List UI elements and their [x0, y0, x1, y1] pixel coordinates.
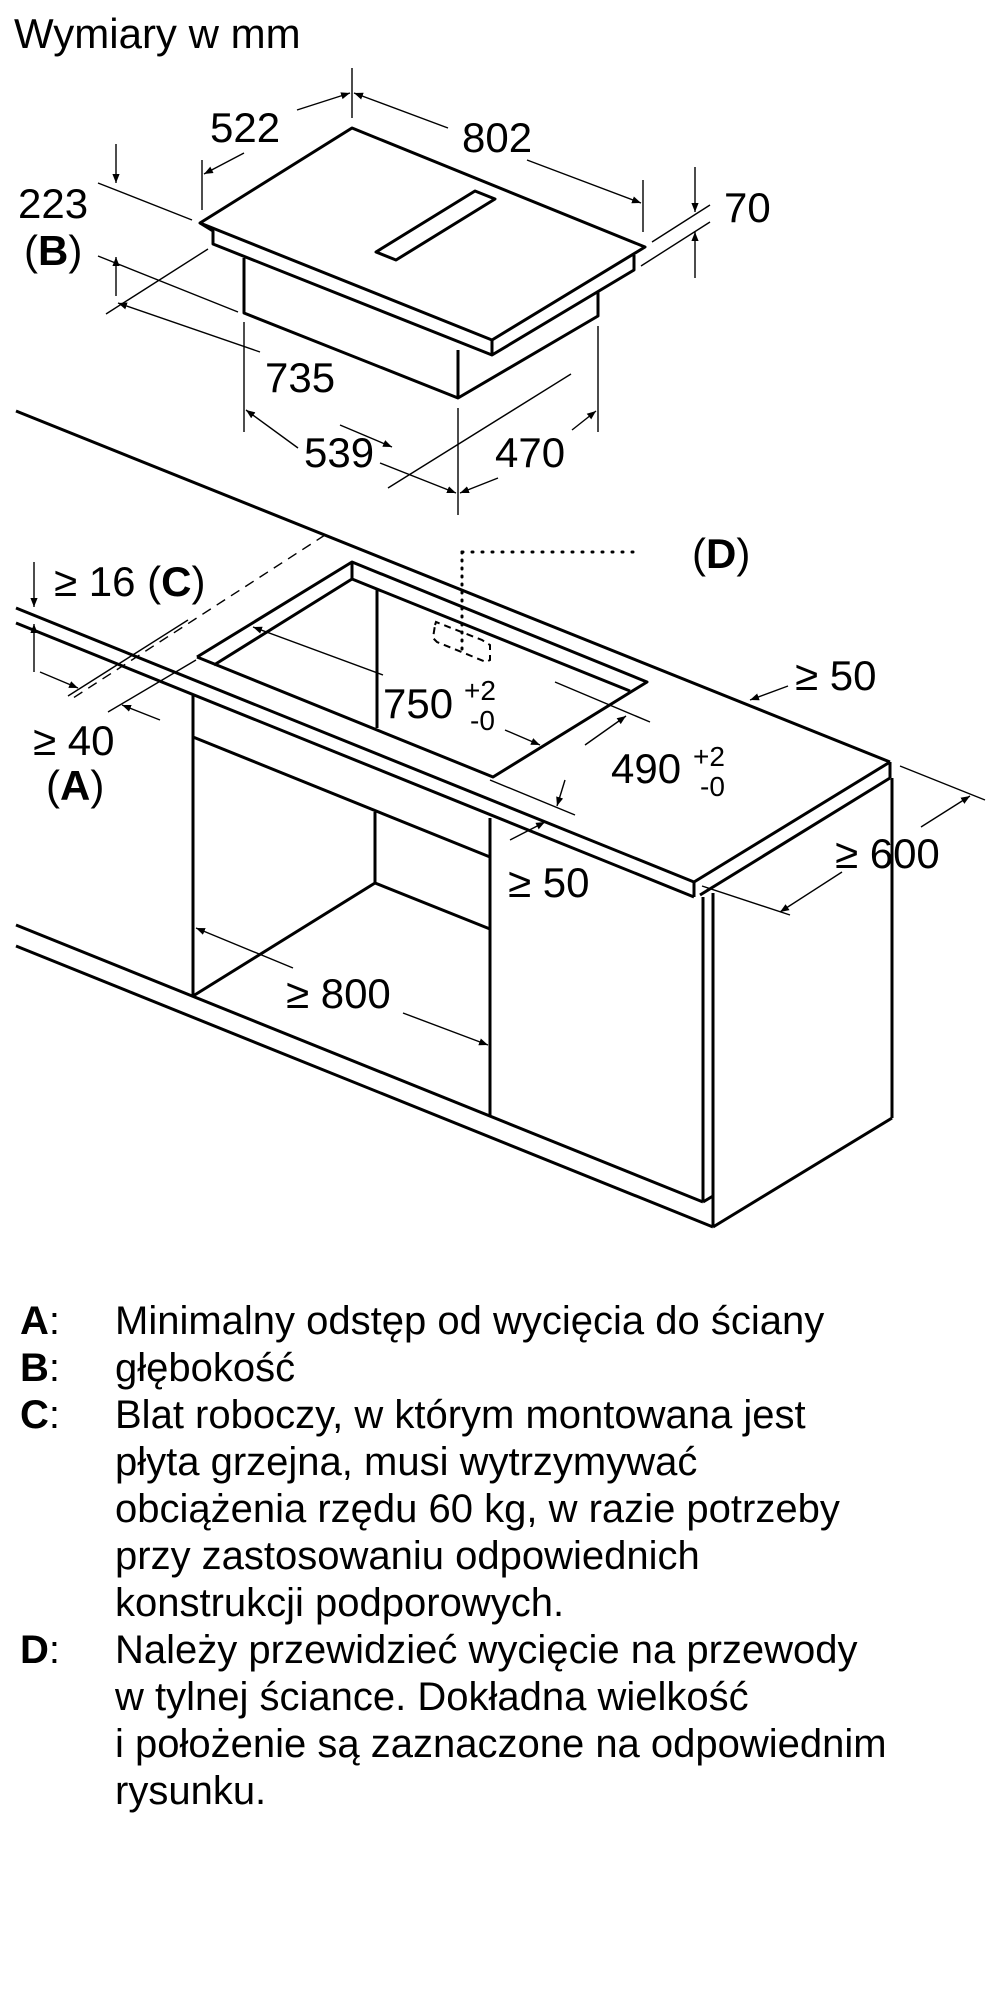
floor-line [15, 923, 704, 1204]
hob-vent-slot [374, 189, 497, 262]
legend-line: Blat roboczy, w którym montowana jest [115, 1393, 806, 1437]
legend-key: B: [20, 1346, 61, 1390]
dim-worktop-thickness: ≥ 16 (C) [54, 558, 205, 605]
dim-cable-opening-ref: (D) [692, 530, 750, 577]
installation-drawing: 522 802 223 (B) 70 735 539 470 [15, 68, 986, 1229]
dim-cutout-depth-tol-minus: -0 [700, 771, 725, 802]
hob-dimensions [97, 68, 711, 515]
legend-description: Minimalny odstęp od wycięcia do ściany [115, 1298, 990, 1345]
dim-glass-thickness: 70 [724, 184, 771, 231]
installation-dimension-labels: ≥ 16 (C) ≥ 40 (A) 750 +2 -0 490 +2 -0 ≥ … [33, 530, 940, 1017]
legend: A: Minimalny odstęp od wycięcia do ściany… [20, 1298, 990, 1815]
legend-description: głębokość [115, 1345, 990, 1392]
legend-key: A: [20, 1299, 61, 1343]
legend-item-a: A: Minimalny odstęp od wycięcia do ściany [20, 1298, 990, 1345]
dim-hob-height-ref: (B) [24, 227, 82, 274]
worktop-front-edge [15, 606, 695, 884]
legend-line: Należy przewidzieć wycięcie na przewody [115, 1628, 858, 1672]
legend-line: i położenie są zaznaczone na odpowiednim [115, 1722, 887, 1766]
dim-cabinet-width: ≥ 800 [286, 970, 391, 1017]
legend-line: Minimalny odstęp od wycięcia do ściany [115, 1299, 825, 1343]
dim-back-edge: ≥ 50 [795, 652, 876, 699]
legend-line: w tylnej ściance. Dokładna wielkość [115, 1675, 749, 1719]
dim-wall-distance: ≥ 40 [33, 717, 114, 764]
legend-item-d: D: Należy przewidzieć wycięcie na przewod… [20, 1627, 990, 1815]
legend-key: D: [20, 1628, 61, 1672]
dim-front-edge: ≥ 50 [508, 859, 589, 906]
legend-line: rysunku. [115, 1769, 267, 1813]
worktop-right-edge [693, 760, 891, 884]
dim-cutout-width-tol-minus: -0 [470, 705, 495, 736]
legend-line: głębokość [115, 1346, 296, 1390]
dim-cutout-width: 750 [383, 680, 453, 727]
hob-glass-edge [199, 221, 636, 357]
legend-line: obciążenia rzędu 60 kg, w razie potrzeby [115, 1487, 840, 1531]
dim-hob-width: 802 [462, 114, 532, 161]
cable-opening [431, 550, 644, 664]
installation-dimensions [30, 562, 986, 1046]
worktop-cutout [196, 560, 649, 779]
dim-wall-distance-ref: (A) [46, 762, 104, 809]
dim-cutout-depth: 490 [611, 745, 681, 792]
dim-hob-depth: 522 [210, 104, 280, 151]
dim-worktop-depth: ≥ 600 [835, 830, 940, 877]
hob-glass-top [198, 126, 647, 342]
dim-body-depth: 470 [495, 429, 565, 476]
page-title: Wymiary w mm [14, 10, 301, 57]
dim-cutout-depth-tol-plus: +2 [693, 741, 725, 772]
legend-key: C: [20, 1393, 61, 1437]
legend-item-b: B: głębokość [20, 1345, 990, 1392]
dim-cutout-width-tol-plus: +2 [464, 675, 496, 706]
legend-line: konstrukcji podporowych. [115, 1581, 565, 1625]
legend-line: przy zastosowaniu odpowiednich [115, 1534, 700, 1578]
dim-body-width: 735 [265, 354, 335, 401]
dim-body-front: 539 [304, 429, 374, 476]
hob-dimension-labels: 522 802 223 (B) 70 735 539 470 [18, 104, 771, 476]
worktop-drawing [15, 409, 894, 1229]
dim-hob-height: 223 [18, 180, 88, 227]
worktop-back-edge [15, 409, 891, 764]
legend-line: płyta grzejna, musi wytrzymywać [115, 1440, 698, 1484]
hob-drawing [198, 126, 647, 400]
